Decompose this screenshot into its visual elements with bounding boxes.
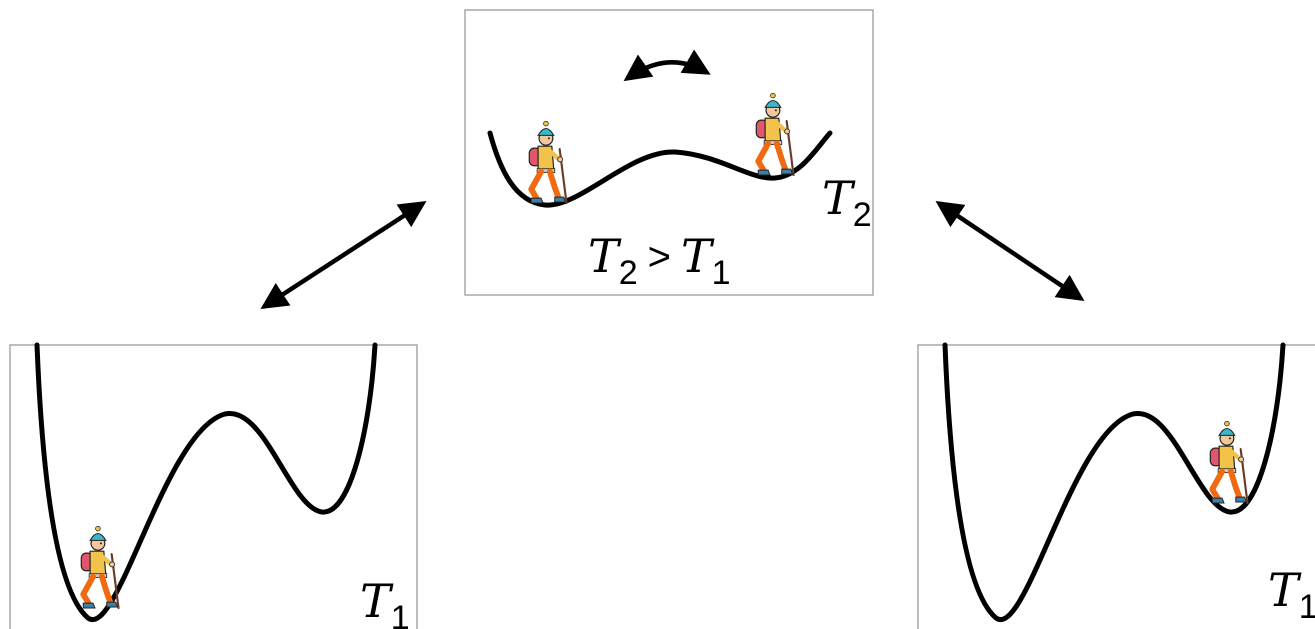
top-energy-curve bbox=[487, 130, 833, 208]
top-temperature-label: T2 bbox=[822, 171, 872, 234]
temperature-relation: T2>T1 bbox=[588, 229, 731, 292]
double-arrow-icon bbox=[260, 201, 427, 309]
double-arrow-icon bbox=[935, 200, 1085, 302]
bottom-right-energy-curve bbox=[942, 342, 1286, 623]
bottom-left-temperature-label: T1 bbox=[360, 574, 410, 629]
bottom-left-panel: T1 bbox=[9, 342, 418, 629]
top-panel: T2 T2>T1 bbox=[464, 9, 874, 296]
bottom-right-panel-frame bbox=[917, 344, 1315, 629]
bottom-right-panel: T1 bbox=[917, 342, 1315, 629]
bottom-right-temperature-label: T1 bbox=[1268, 563, 1315, 626]
bottom-left-energy-curve bbox=[34, 342, 378, 623]
curved-double-arrow-icon bbox=[623, 49, 711, 82]
